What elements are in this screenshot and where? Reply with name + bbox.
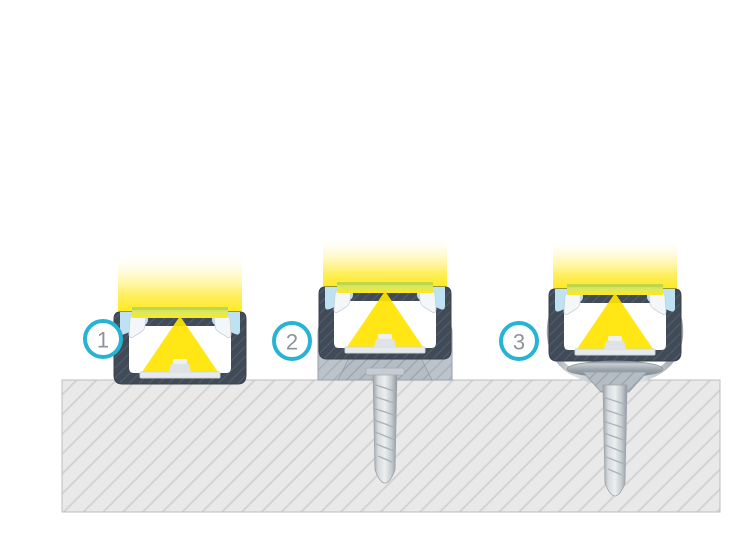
light-beam-up-2 — [323, 236, 447, 287]
badge-3-number: 3 — [513, 330, 525, 355]
light-beam-up-3 — [553, 238, 677, 289]
led-emitter-overlay-1 — [139, 359, 221, 379]
badge-2: 2 — [272, 321, 312, 361]
inner-beam-1 — [142, 316, 218, 372]
assembly-3: 3 — [499, 238, 684, 497]
washer-3 — [566, 360, 664, 393]
assembly-2: 2 — [272, 236, 453, 484]
badge-1: 1 — [83, 319, 123, 359]
assembly-1: 1 — [83, 252, 247, 385]
badge-2-number: 2 — [286, 330, 298, 355]
badge-3: 3 — [499, 321, 539, 361]
led-emitter-overlay-3 — [574, 336, 656, 356]
led-emitter-overlay-2 — [344, 334, 426, 354]
inner-beam-3 — [577, 293, 653, 349]
light-beam-up-1 — [118, 252, 242, 312]
screw-3 — [602, 384, 628, 497]
badge-1-number: 1 — [97, 328, 109, 353]
inner-beam-2 — [347, 291, 423, 347]
screw-2 — [365, 367, 405, 484]
